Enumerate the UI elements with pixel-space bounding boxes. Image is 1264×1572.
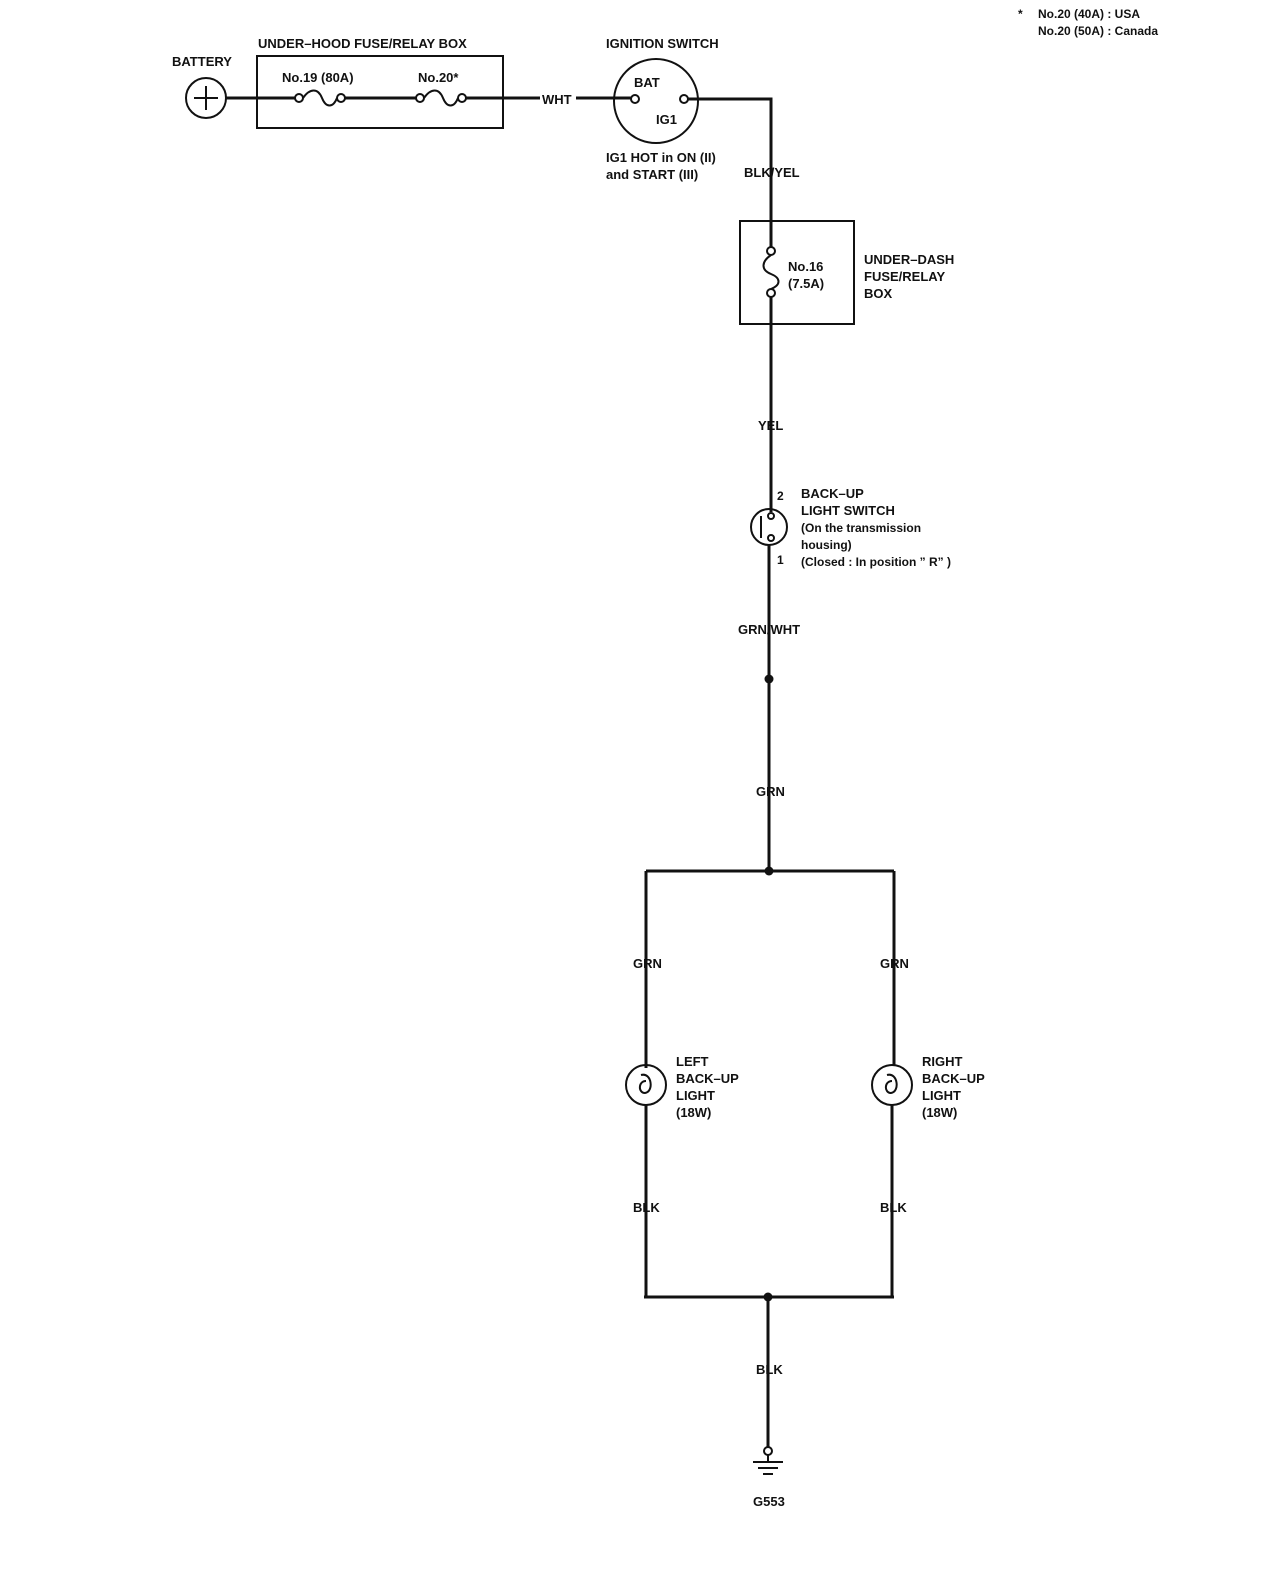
footnote-line-canada: No.20 (50A) : Canada — [1038, 24, 1158, 38]
battery: BATTERY — [172, 54, 232, 119]
backup-switch-closed-note: (Closed : In position ” R” ) — [801, 555, 951, 569]
wire-label-blk-yel: BLK/YEL — [744, 165, 800, 180]
fuse-no16-label: No.16 — [788, 259, 823, 274]
ground-label: G553 — [753, 1494, 785, 1509]
backup-switch-title-line2: LIGHT SWITCH — [801, 503, 895, 518]
ground-g553: G553 — [753, 1446, 785, 1509]
backup-switch-title-line1: BACK–UP — [801, 486, 864, 501]
fuse-no16-rating: (7.5A) — [788, 276, 824, 291]
wire-blk-yel — [688, 97, 773, 222]
wire-label-grn-left: GRN — [633, 956, 662, 971]
ignition-bat-label: BAT — [634, 75, 660, 90]
right-light-label-line1: RIGHT — [922, 1054, 963, 1069]
right-light-wattage: (18W) — [922, 1105, 957, 1120]
wire-label-blk-left: BLK — [633, 1200, 660, 1215]
ground-icon — [763, 1446, 773, 1456]
footnote: * No.20 (40A) : USA No.20 (50A) : Canada — [1018, 7, 1158, 38]
backup-switch-location-line1: (On the transmission — [801, 521, 921, 535]
backup-light-switch: 2 1 BACK–UP LIGHT SWITCH (On the transmi… — [750, 486, 951, 569]
ignition-note-line2: and START (III) — [606, 167, 698, 182]
fuse-no20-label: No.20* — [418, 70, 459, 85]
wire-label-grn-right: GRN — [880, 956, 909, 971]
right-bulb-icon — [871, 1064, 913, 1106]
ignition-switch-icon — [613, 58, 699, 144]
fuse-no16-icon — [766, 246, 776, 256]
right-backup-light: RIGHT BACK–UP LIGHT (18W) — [871, 1054, 985, 1120]
backup-switch-pin-1: 1 — [777, 553, 784, 567]
fuse-no19-label: No.19 (80A) — [282, 70, 354, 85]
underdash-fuse-relay-box: No.16 (7.5A) UNDER–DASH FUSE/RELAY BOX — [739, 220, 954, 325]
right-light-label-line3: LIGHT — [922, 1088, 961, 1103]
ignition-ig1-label: IG1 — [656, 112, 677, 127]
underdash-box-title-line2: FUSE/RELAY — [864, 269, 945, 284]
wire-label-grn-wht: GRN/WHT — [738, 622, 800, 637]
left-backup-light: LEFT BACK–UP LIGHT (18W) — [625, 1054, 739, 1120]
left-bulb-icon — [625, 1064, 667, 1106]
left-light-label-line3: LIGHT — [676, 1088, 715, 1103]
left-light-wattage: (18W) — [676, 1105, 711, 1120]
underdash-box-title-line1: UNDER–DASH — [864, 252, 954, 267]
backup-switch-pin-2: 2 — [777, 489, 784, 503]
wire-label-blk-right: BLK — [880, 1200, 907, 1215]
wire-label-yel: YEL — [758, 418, 783, 433]
battery-label: BATTERY — [172, 54, 232, 69]
fuse-no20-icon — [415, 93, 425, 103]
underhood-fuse-relay-box: UNDER–HOOD FUSE/RELAY BOX No.19 (80A) No… — [256, 36, 504, 129]
footnote-line-usa: No.20 (40A) : USA — [1038, 7, 1140, 21]
splice-point — [764, 674, 774, 684]
wire-label-grn-main: GRN — [756, 784, 785, 799]
right-light-label-line2: BACK–UP — [922, 1071, 985, 1086]
footnote-star: * — [1018, 7, 1023, 21]
fuse-no19-icon — [294, 93, 304, 103]
underhood-box-title: UNDER–HOOD FUSE/RELAY BOX — [258, 36, 467, 51]
wire-label-wht: WHT — [542, 92, 572, 107]
underdash-box-title-line3: BOX — [864, 286, 893, 301]
junction-point-top — [764, 866, 774, 876]
ignition-note-line1: IG1 HOT in ON (II) — [606, 150, 716, 165]
left-light-label-line2: BACK–UP — [676, 1071, 739, 1086]
backup-switch-location-line2: housing) — [801, 538, 852, 552]
left-light-label-line1: LEFT — [676, 1054, 709, 1069]
ignition-switch-title: IGNITION SWITCH — [606, 36, 719, 51]
wire-label-blk-ground: BLK — [756, 1362, 783, 1377]
ignition-switch: IGNITION SWITCH BAT IG1 IG1 HOT in ON (I… — [606, 36, 719, 182]
